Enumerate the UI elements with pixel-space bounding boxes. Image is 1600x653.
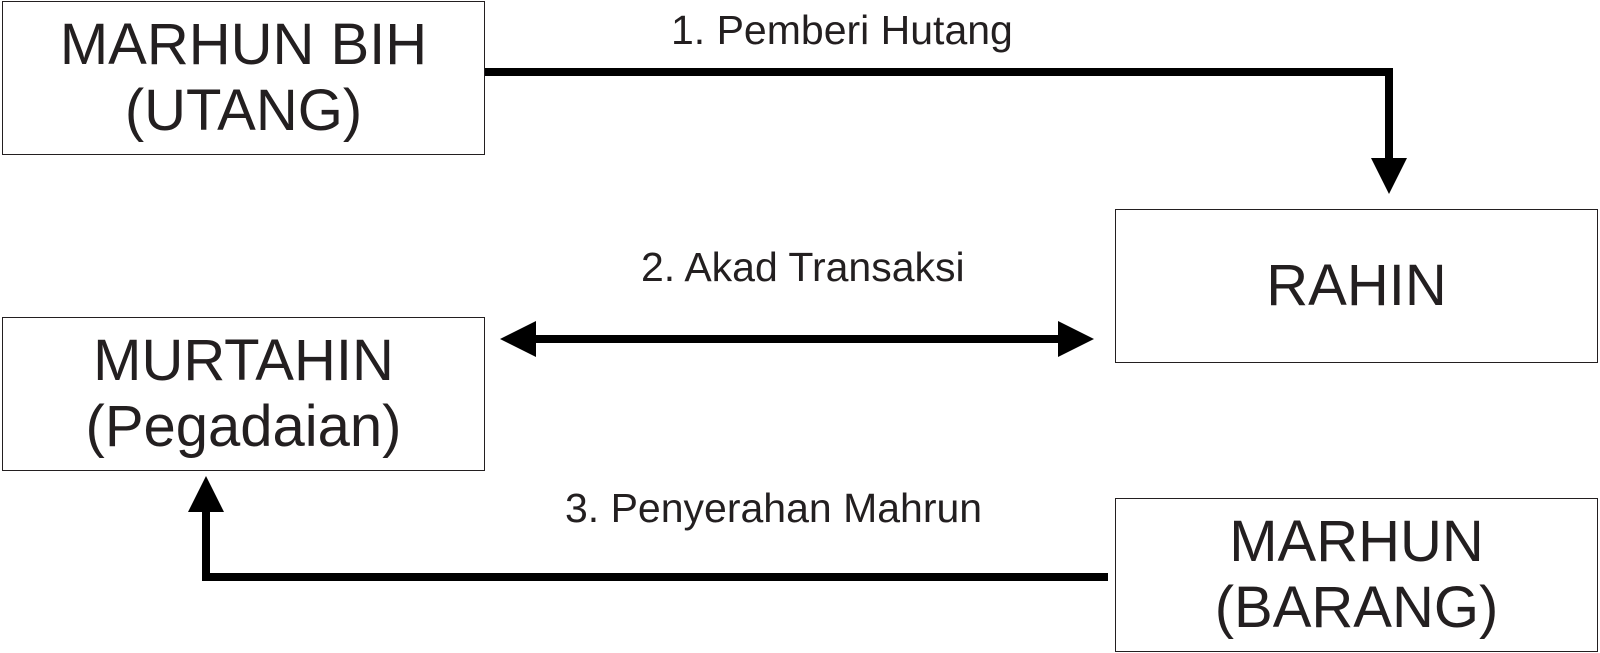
edge-pemberi-hutang-line	[485, 68, 1393, 160]
arrowhead-up-icon	[188, 476, 224, 512]
node-marhun-title: MARHUN	[1229, 509, 1484, 574]
edge-penyerahan-mahrun-line	[202, 510, 1108, 581]
arrowhead-left-icon	[500, 321, 536, 357]
arrowhead-right-icon	[1058, 321, 1094, 357]
node-murtahin-subtitle: (Pegadaian)	[85, 394, 402, 459]
edge-penyerahan-mahrun	[188, 476, 1108, 581]
node-murtahin: MURTAHIN (Pegadaian)	[2, 317, 485, 471]
node-rahin: RAHIN	[1115, 209, 1598, 363]
edge-pemberi-hutang	[485, 68, 1407, 194]
edge-label-penyerahan-mahrun: 3. Penyerahan Mahrun	[565, 485, 983, 531]
node-marhun-subtitle: (BARANG)	[1214, 575, 1499, 640]
node-marhun-bih-title: MARHUN BIH	[59, 12, 428, 77]
node-rahin-title: RAHIN	[1266, 253, 1447, 318]
arrowhead-down-icon	[1371, 158, 1407, 194]
edge-akad-transaksi	[500, 321, 1094, 357]
node-murtahin-title: MURTAHIN	[93, 328, 394, 393]
node-marhun: MARHUN (BARANG)	[1115, 498, 1598, 652]
node-marhun-bih-subtitle: (UTANG)	[124, 78, 363, 143]
edge-label-pemberi-hutang: 1. Pemberi Hutang	[671, 7, 1013, 53]
node-marhun-bih: MARHUN BIH (UTANG)	[2, 1, 485, 155]
edge-label-akad-transaksi: 2. Akad Transaksi	[641, 244, 965, 290]
